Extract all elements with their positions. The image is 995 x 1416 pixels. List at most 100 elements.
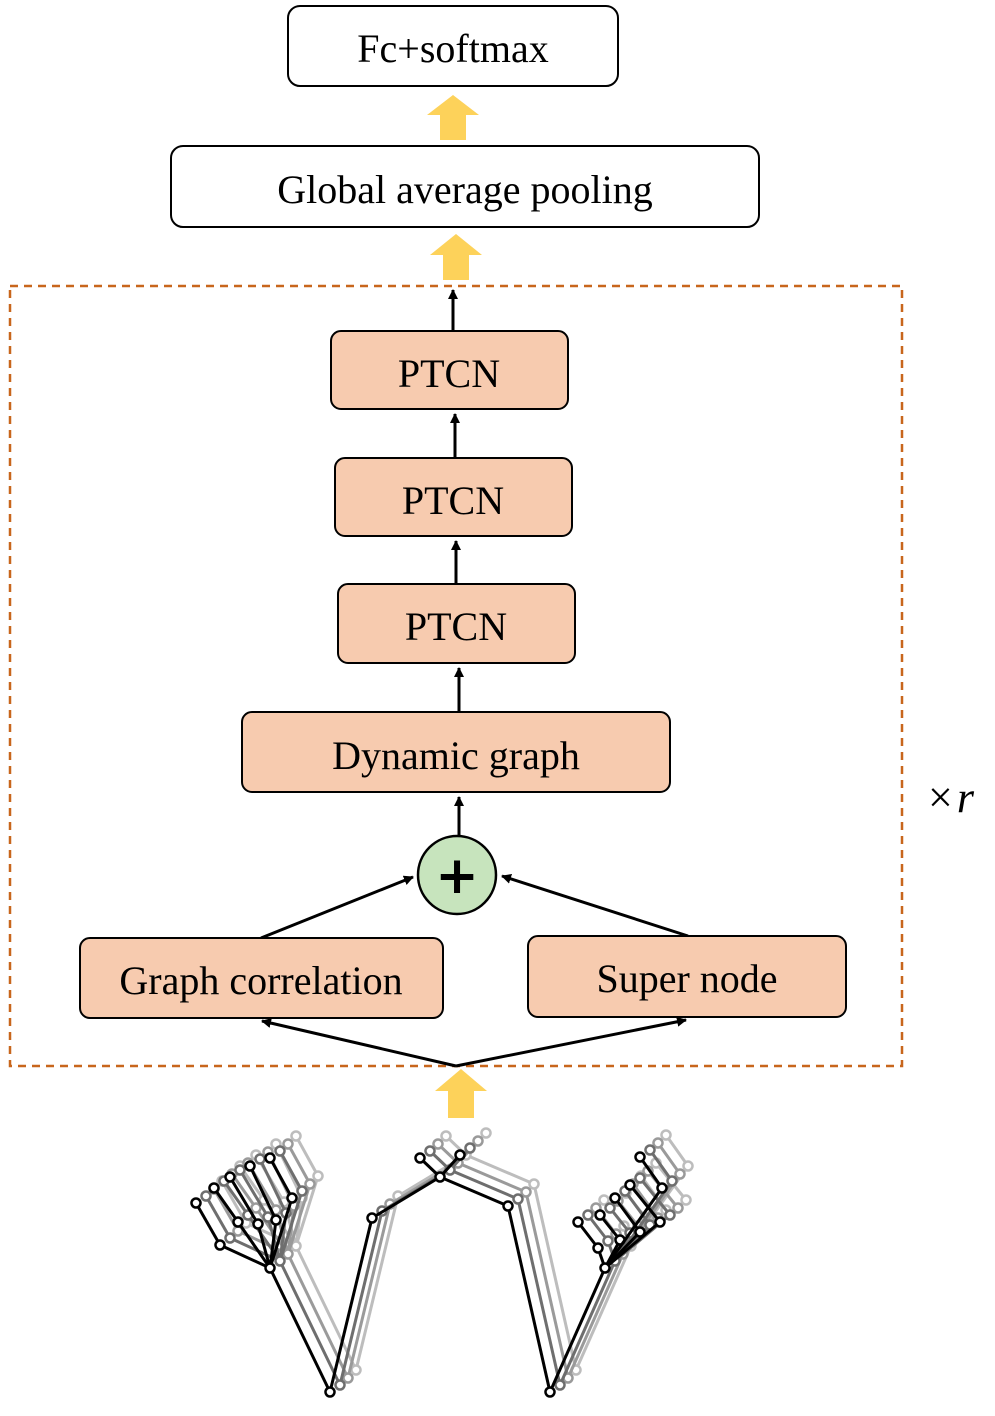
skeleton-frame-3-left-finger-joint	[296, 1185, 308, 1197]
skeleton-frame-2-right-finger-joint	[672, 1202, 684, 1214]
skeleton-frame-2-left-finger-joint	[304, 1178, 316, 1190]
skeleton-frame-4-left-arm-bone	[328, 1217, 374, 1393]
skeleton-frame-4-left-forearm-bone	[268, 1267, 332, 1393]
skeleton-frame-4-right-fingertip-joint	[609, 1192, 621, 1204]
skeleton-frame-4-body-joint	[502, 1200, 514, 1212]
skeleton-frame-3-body-joint	[334, 1379, 346, 1391]
skeleton-frame-1-body-joint	[480, 1127, 492, 1139]
skeleton-frame-2-right-shoulder-bone	[457, 1161, 527, 1194]
skeleton-frame-3-left-finger-tip	[258, 1158, 288, 1214]
skeleton-input-sequence	[190, 1127, 694, 1398]
skeleton-frame-4-right-finger-joint	[656, 1182, 668, 1194]
skeleton-frame-1-left-fingertip-joint	[290, 1130, 302, 1142]
skeleton-frame-4-right-forearm-bone	[548, 1267, 607, 1393]
skeleton-frame-3-right-finger-joint	[666, 1175, 678, 1187]
skeleton-frame-4-left-finger-joint	[232, 1216, 244, 1228]
skeleton-frame-3-left-forearm-bone	[278, 1260, 342, 1386]
repeat-symbol: ×	[928, 773, 953, 822]
skeleton-frame-4-body-joint	[324, 1386, 336, 1398]
skeleton-frame-2-right-forearm-bone	[566, 1253, 625, 1379]
skeleton-frame-2-body-joint	[342, 1372, 354, 1384]
skeleton-frame-3-left-fingertip-joint	[200, 1190, 212, 1202]
skeleton-frame-4-right-finger-base	[603, 1187, 664, 1269]
skeleton-frame-3-right-fingertip-joint	[582, 1209, 594, 1221]
skeleton-frame-1-right-finger-joint	[680, 1194, 692, 1206]
skeleton-frame-4-body-joint	[454, 1149, 466, 1161]
skeleton-frame-4-right-finger-base	[604, 1220, 661, 1270]
skeleton-frame-1-right-shoulder-bone	[465, 1153, 535, 1186]
skeleton-frame-1-right-forearm-bone	[574, 1245, 633, 1371]
dynamic-graph-block: Dynamic graph	[241, 711, 671, 793]
skeleton-frame-4-left-finger-joint	[214, 1239, 226, 1251]
ptcn-label-bottom: PTCN	[405, 604, 507, 649]
skeleton-frame-3-body-joint	[554, 1379, 566, 1391]
dynamic-graph-label: Dynamic graph	[332, 733, 580, 778]
skeleton-frame-2-right-arm-bone	[524, 1191, 570, 1379]
skeleton-frame-4-right-fingertip-joint	[572, 1216, 584, 1228]
skeleton-frame-4-left-finger-base	[219, 1243, 271, 1270]
skeleton-frame-1-right-arm-bone	[532, 1183, 578, 1371]
skeleton-frame-4-right-fingertip-joint	[634, 1151, 646, 1163]
sum-symbol: +	[435, 846, 479, 906]
skeleton-frame-3-right-forearm-bone	[558, 1260, 617, 1386]
skeleton-frame-4-right-finger-joint	[592, 1242, 604, 1254]
skeleton-frame-3-left-finger-tip	[278, 1150, 304, 1192]
skeleton-frame-1-right-fingertip-joint	[660, 1129, 672, 1141]
skeleton-frame-3-right-arm-bone	[516, 1198, 562, 1386]
skeleton-frame-4-left-fingertip-joint	[264, 1152, 276, 1164]
ptcn-block-middle: PTCN	[334, 457, 573, 537]
repeat-variable: r	[957, 773, 975, 822]
skeleton-frame-4-left-fingertip-joint	[244, 1160, 256, 1172]
skeleton-frame-3-left-fingertip-joint	[274, 1145, 286, 1157]
skeleton-frame-2-body-joint	[472, 1135, 484, 1147]
skeleton-frame-1-left-finger-tip	[294, 1135, 320, 1177]
skeleton-frame-4-body-joint	[544, 1386, 556, 1398]
arrow-graph-correlation-to-sum	[260, 875, 414, 940]
flow-arrow-input-to-block	[435, 1069, 487, 1118]
skeleton-frame-4-left-finger-tip	[248, 1165, 278, 1221]
skeleton-frame-1-right-finger-joint	[682, 1160, 694, 1172]
skeleton-frame-4-left-finger-base	[268, 1197, 294, 1269]
skeleton-frame-2-left-finger-joint	[250, 1202, 262, 1214]
flow-arrow-block-to-pooling	[430, 234, 482, 280]
skeleton-frame-3-right-finger-joint	[602, 1235, 614, 1247]
skeleton-frame-3-left-fingertip-joint	[234, 1164, 246, 1176]
skeleton-frame-1-body-joint	[440, 1130, 452, 1142]
skeleton-frame-1-body-joint	[350, 1364, 362, 1376]
skeleton-frame-3-body-joint	[512, 1193, 524, 1205]
skeleton-frame-2-body-joint	[282, 1248, 294, 1260]
skeleton-frame-2-left-arm-bone	[346, 1203, 392, 1379]
super-node-block: Super node	[527, 935, 847, 1018]
skeleton-frame-1-right-finger-tip	[664, 1134, 690, 1167]
fc-softmax-label: Fc+softmax	[357, 26, 548, 71]
skeleton-frame-1-body-joint	[528, 1178, 540, 1190]
skeleton-frame-4-right-shoulder-bone	[439, 1175, 509, 1208]
skeleton-frame-2-left-finger-tip	[230, 1173, 258, 1209]
skeleton-frame-4-left-finger-tip	[228, 1176, 260, 1225]
flow-arrow-pooling-to-fc	[427, 95, 479, 140]
skeleton-frame-4-body-joint	[264, 1262, 276, 1274]
skeleton-frame-4-left-finger-joint	[252, 1218, 264, 1230]
skeleton-frame-3-body-joint	[424, 1145, 436, 1157]
skeleton-frame-3-left-arm-bone	[338, 1210, 384, 1386]
skeleton-frame-1-left-finger-tip	[220, 1180, 248, 1224]
skeleton-frame-3-right-fingertip-joint	[644, 1144, 656, 1156]
global-average-pooling-block: Global average pooling	[170, 145, 760, 228]
skeleton-frame-3-body-joint	[274, 1255, 286, 1267]
skeleton-frame-2-left-finger-base	[286, 1183, 312, 1255]
skeleton-frame-3-left-finger-base	[278, 1190, 304, 1262]
skeleton-frame-4-right-arm-bone	[506, 1205, 552, 1393]
skeleton-frame-4-right-fingertip-joint	[594, 1209, 606, 1221]
ptcn-label-top: PTCN	[398, 351, 500, 396]
skeleton-frame-1-left-finger-joint	[312, 1170, 324, 1182]
skeleton-frame-3-right-fingertip-joint	[634, 1172, 646, 1184]
skeleton-frame-1-right-fingertip-joint	[598, 1194, 610, 1206]
skeleton-frame-4-left-fingertip-joint	[208, 1182, 220, 1194]
skeleton-frame-2-right-finger-tip	[656, 1142, 682, 1175]
skeleton-frame-3-right-finger-tip	[648, 1149, 674, 1182]
skeleton-frame-4-left-finger-base	[236, 1221, 272, 1269]
skeleton-frame-4-left-shoulder-bone	[371, 1175, 441, 1220]
skeleton-frame-4-body-joint	[599, 1262, 611, 1274]
arrow-super-node-to-sum	[501, 874, 689, 938]
skeleton-frame-4-right-fingertip-joint	[624, 1179, 636, 1191]
